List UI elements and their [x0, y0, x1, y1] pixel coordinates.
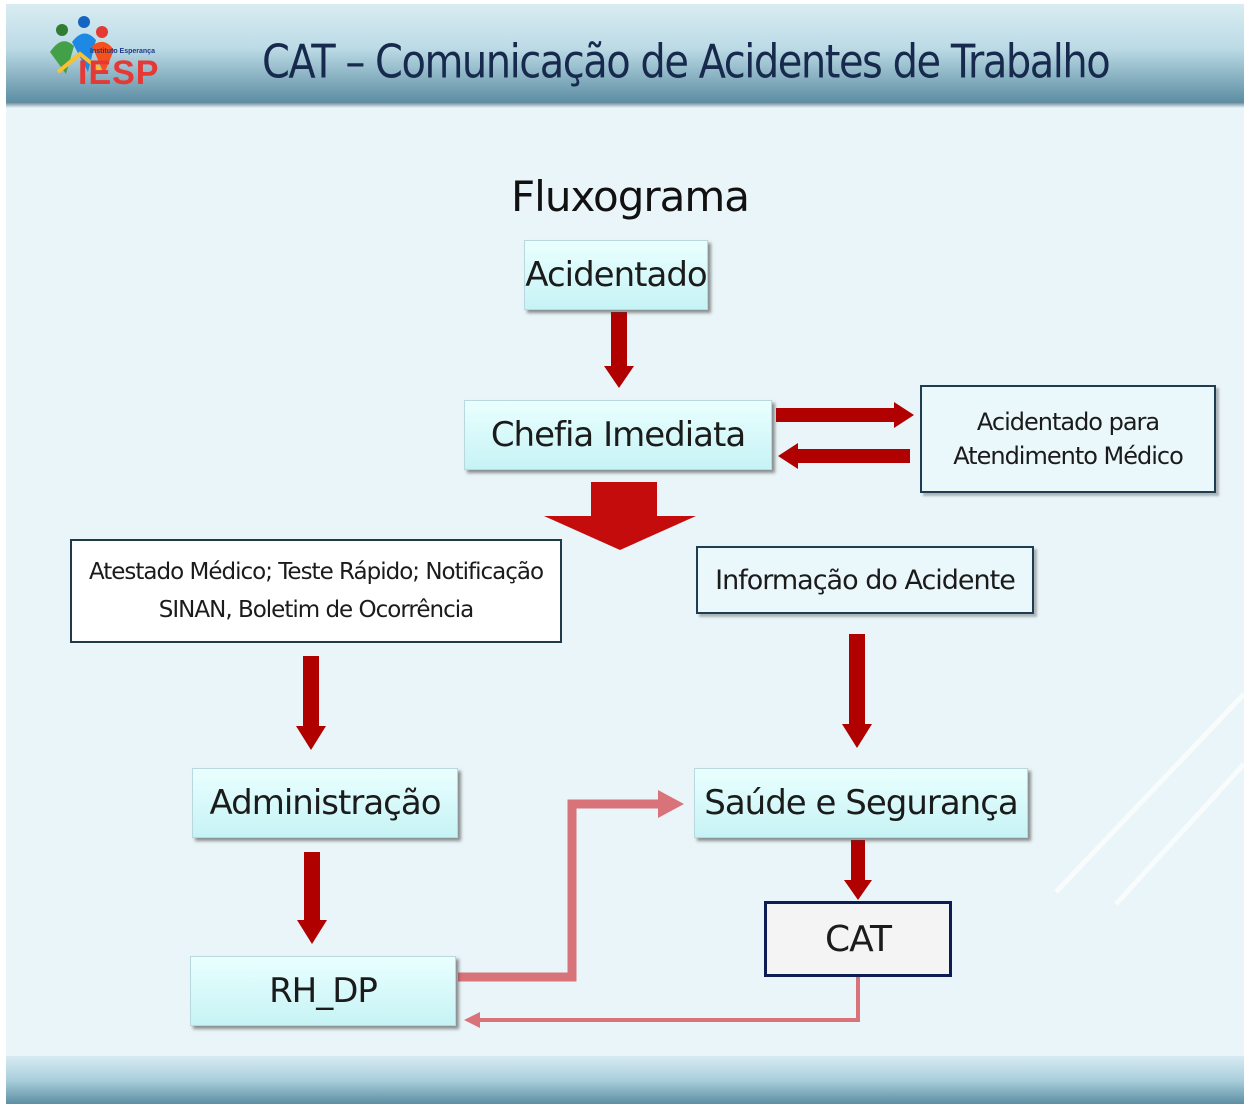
arrow-chefia-to-atendimento [776, 402, 914, 428]
arrow-acidentado-to-chefia [604, 312, 634, 388]
node-atendimento-line2: Atendimento Médico [953, 442, 1184, 470]
arrow-administracao-to-rh [297, 852, 327, 944]
slide: Instituto Esperança IESP CAT – Comunicaç… [6, 4, 1244, 1104]
arrow-cat-to-rh [464, 974, 860, 1028]
page-title: CAT – Comunicação de Acidentes de Trabal… [262, 36, 1111, 89]
node-documentos-line1: Atestado Médico; Teste Rápido; Notificaç… [88, 559, 544, 585]
header-shadow [6, 102, 1244, 108]
node-rh-dp: RH_DP [190, 956, 456, 1026]
diagram-title: Fluxograma [511, 172, 750, 221]
iesp-logo [40, 12, 170, 96]
node-informacao-acidente: Informação do Acidente [696, 546, 1034, 614]
people-logo-icon [50, 16, 114, 74]
logo-text: IESP [78, 54, 160, 92]
node-saude-label: Saúde e Segurança [704, 783, 1019, 823]
decorative-line [1054, 692, 1244, 894]
node-administracao-label: Administração [209, 783, 442, 823]
node-rh-label: RH_DP [269, 971, 378, 1011]
footer-bar [6, 1056, 1244, 1104]
node-atendimento-medico: Acidentado para Atendimento Médico [920, 385, 1216, 493]
arrow-atendimento-to-chefia [778, 443, 910, 469]
node-informacao-label: Informação do Acidente [715, 564, 1016, 596]
node-cat-label: CAT [825, 918, 892, 960]
node-chefia-imediata: Chefia Imediata [464, 400, 772, 470]
node-atendimento-line1: Acidentado para [976, 408, 1160, 436]
arrow-rh-to-saude [458, 790, 684, 982]
arrow-chefia-branch [544, 482, 696, 550]
diagram-connectors [296, 312, 1244, 1028]
arrow-saude-to-cat [844, 840, 872, 900]
arrow-documentos-to-administracao [296, 656, 326, 750]
logo-subtext: Instituto Esperança [90, 48, 155, 55]
node-documentos-line2: SINAN, Boletim de Ocorrência [158, 597, 474, 623]
arrow-informacao-to-saude [842, 634, 872, 748]
header-bar [6, 4, 1244, 102]
node-saude-seguranca: Saúde e Segurança [694, 768, 1028, 838]
node-chefia-label: Chefia Imediata [490, 415, 746, 455]
node-acidentado-label: Acidentado [525, 255, 707, 295]
node-acidentado: Acidentado [524, 240, 708, 310]
node-documentos: Atestado Médico; Teste Rápido; Notificaç… [70, 539, 562, 643]
decorative-line [1114, 762, 1244, 906]
node-cat: CAT [764, 901, 952, 977]
node-administracao: Administração [192, 768, 458, 838]
